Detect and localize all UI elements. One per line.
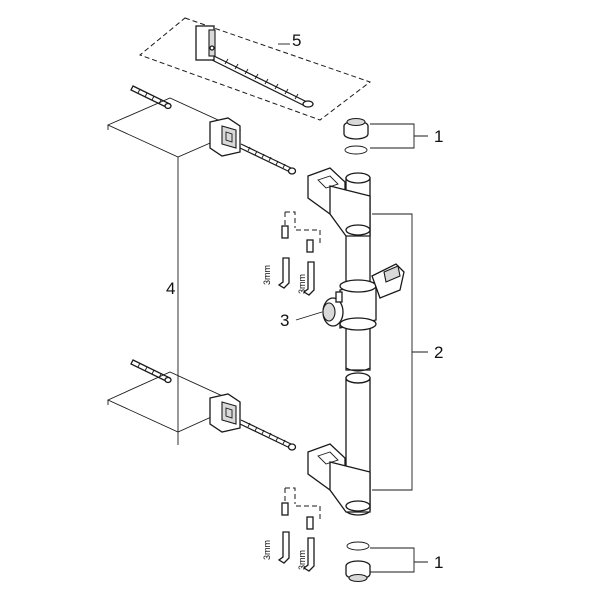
rail-slider (322, 263, 405, 331)
wall-bracket-spare (195, 25, 216, 61)
bottom-bracket-screw (239, 419, 297, 451)
callout-5: 5 (292, 31, 301, 50)
dimension-bracket-4 (107, 125, 179, 445)
top-end-cap-set (343, 117, 369, 155)
bottom-grub-screws (281, 502, 314, 530)
bottom-allen-key-2: 3mm (297, 537, 315, 572)
top-grub-screws (281, 225, 314, 253)
top-mount-set: 3mm 3mm (106, 85, 321, 296)
top-wall-plug (130, 85, 172, 110)
bottom-end-cap-set (345, 541, 371, 583)
long-screw-spare (211, 55, 314, 108)
bottom-allen-key-1: 3mm (262, 531, 290, 564)
callout-1-bottom: 1 (434, 553, 443, 572)
dashed-box-5 (139, 17, 372, 121)
leader-lines (107, 43, 428, 573)
top-rail-mount (307, 167, 371, 237)
callout-2: 2 (434, 343, 443, 362)
top-bracket-screw (239, 143, 297, 175)
bottom-o-ring (346, 541, 370, 551)
allen-key-label: 3mm (297, 274, 307, 294)
bottom-rail-mount (307, 443, 371, 513)
bottom-mount-set: 3mm 3mm (106, 359, 321, 572)
top-allen-key-2: 3mm (297, 261, 315, 296)
top-wall-bracket (209, 117, 241, 157)
top-allen-key-1: 3mm (262, 257, 290, 289)
part-group-5 (139, 17, 372, 121)
top-o-ring (344, 145, 368, 155)
bottom-wall-plug (130, 359, 172, 384)
callout-1-top: 1 (434, 127, 443, 146)
callout-3: 3 (280, 311, 289, 330)
allen-key-label: 3mm (262, 540, 272, 560)
allen-key-label: 3mm (262, 265, 272, 285)
bottom-wall-bracket (209, 393, 241, 433)
allen-key-label: 3mm (297, 550, 307, 570)
callout-4: 4 (166, 279, 175, 298)
